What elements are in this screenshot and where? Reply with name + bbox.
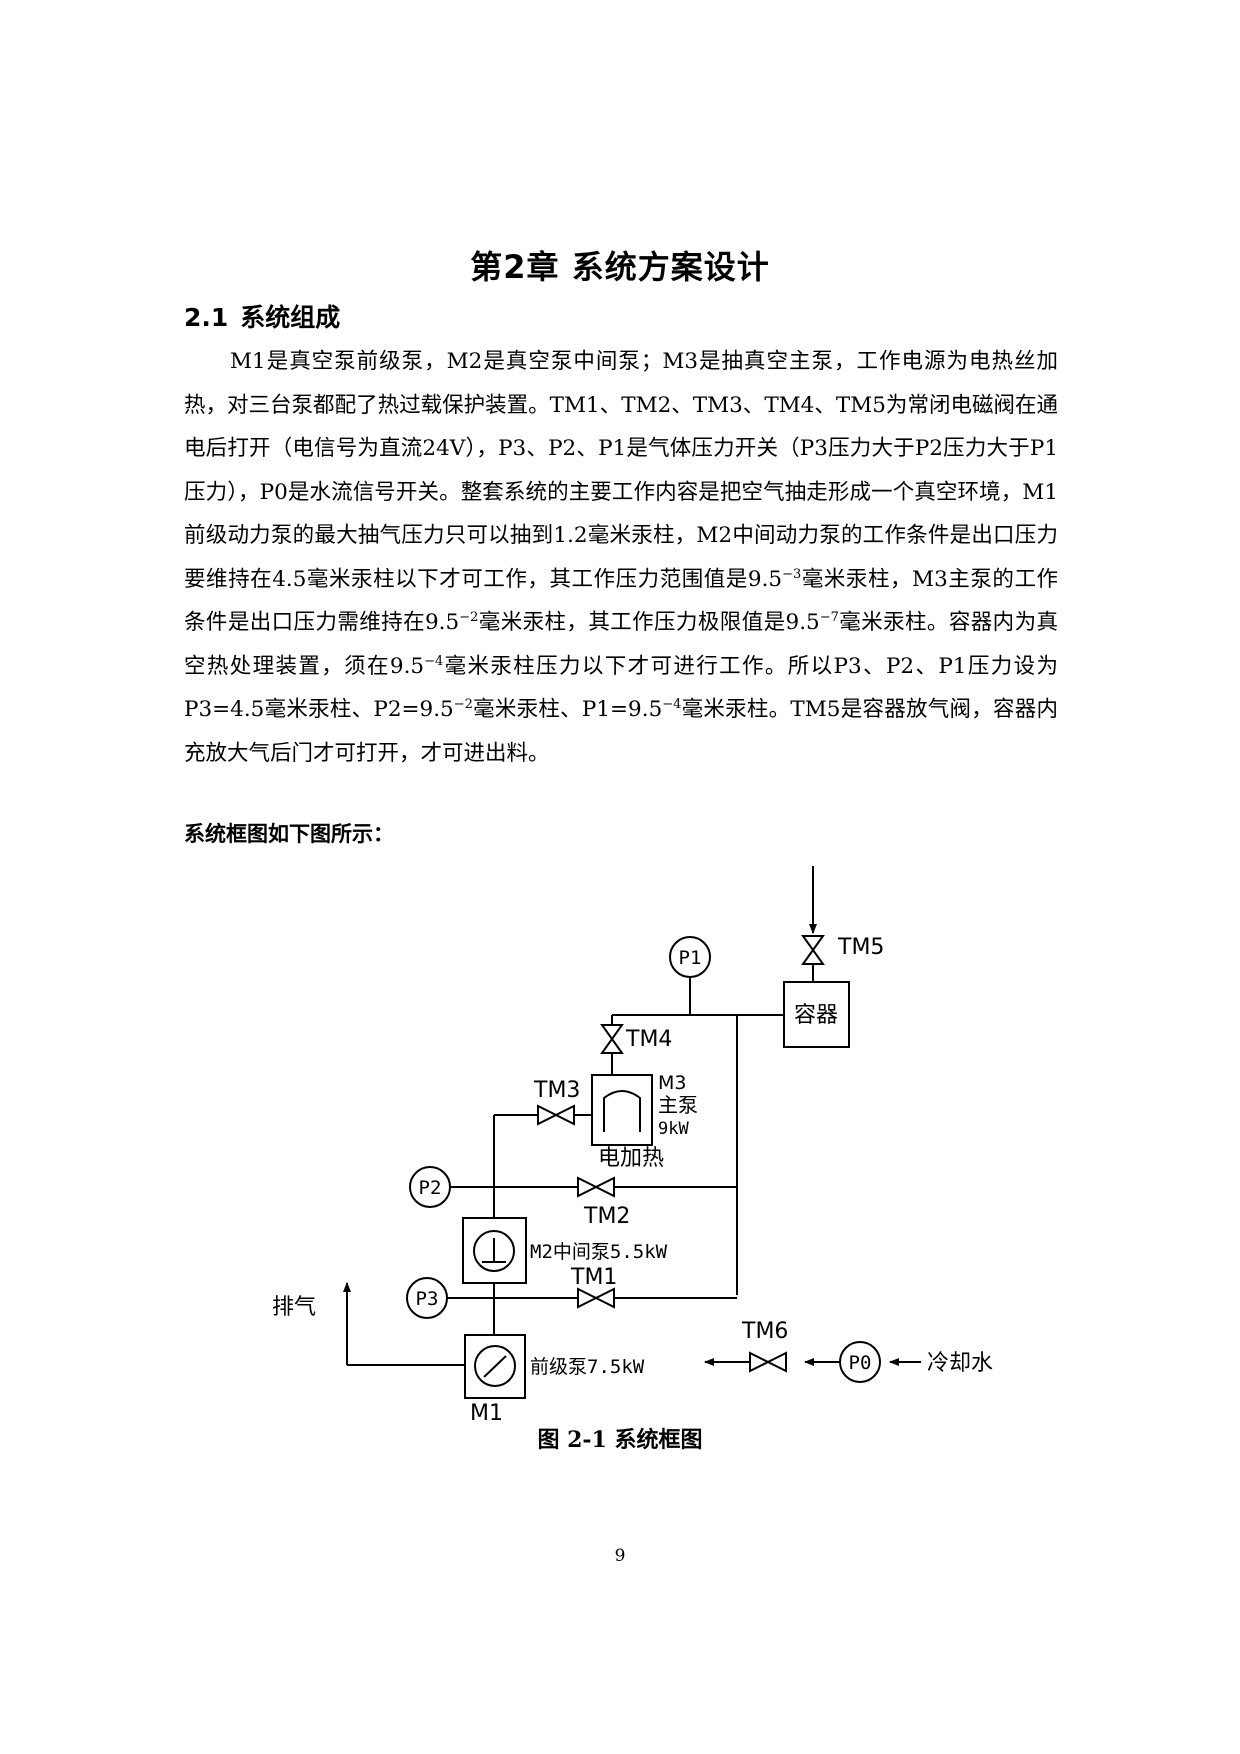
container-label: 容器: [794, 1003, 838, 1028]
m1-pump-icon: [474, 1345, 516, 1387]
tm1-valve-icon: [577, 1287, 615, 1309]
figure-caption: 图 2-1 系统框图: [537, 1427, 703, 1453]
chapter-title: 第2章 系统方案设计: [470, 248, 770, 286]
m3-power-label: 9kW: [658, 1119, 689, 1139]
tm5-valve-icon: [801, 935, 825, 965]
paragraph-segment: 毫米汞柱，其工作压力极限值是9.5: [478, 610, 820, 635]
exponent: −7: [819, 609, 839, 625]
tm6-valve-icon: [749, 1351, 787, 1373]
p3-label: P3: [416, 1288, 439, 1310]
paragraph-segment: 毫米汞柱压力以下才可进行工作。所以P3、P2、P1压力设为P3=4.5毫米汞柱、…: [184, 653, 1058, 723]
paragraph-segment: 毫米汞柱。容器内为真空热处理装置，须在9.5: [184, 610, 1058, 679]
section-heading: 2.1 系统组成: [184, 298, 340, 334]
tm1-label: TM1: [570, 1265, 617, 1290]
exponent: −4: [424, 653, 444, 669]
p0-label: P0: [849, 1352, 872, 1374]
tm4-label: TM4: [625, 1027, 672, 1052]
body-paragraph: M1是真空泵前级泵，M2是真空泵中间泵；M3是抽真空主泵，工作电源为电热丝加热，…: [184, 340, 1058, 775]
exponent: −2: [453, 696, 473, 712]
paragraph-segment: M1是真空泵前级泵，M2是真空泵中间泵；M3是抽真空主泵，工作电源为电热丝加热，…: [184, 349, 1058, 592]
exponent: −4: [662, 696, 682, 712]
tm4-valve-icon: [600, 1024, 624, 1054]
m1-pump-box: [464, 1334, 526, 1399]
page-number: 9: [614, 1546, 626, 1566]
exponent: −3: [782, 566, 802, 582]
m2-pump-icon: [473, 1230, 515, 1272]
p1-label: P1: [679, 947, 702, 969]
paragraph-segment: 毫米汞柱、P1=9.5: [472, 697, 663, 722]
diagram-intro: 系统框图如下图所示：: [184, 822, 394, 846]
tm5-label: TM5: [837, 935, 884, 960]
tm2-valve-icon: [577, 1176, 615, 1198]
m1-label: M1: [470, 1401, 503, 1426]
m3-pump-box: [591, 1074, 653, 1146]
paragraph-segment: 毫米汞柱。TM5是容器放气阀，容器内充放大气后门才可打开，才可进出料。: [184, 697, 1058, 766]
tm6-label: TM6: [741, 1319, 788, 1344]
m3-label: M3: [658, 1072, 686, 1094]
exponent: −2: [459, 609, 479, 625]
tm3-valve-icon: [537, 1104, 575, 1126]
tm2-label: TM2: [583, 1204, 630, 1229]
exhaust-label: 排气: [272, 1295, 316, 1320]
heater-label: 电加热: [598, 1146, 664, 1171]
m1-desc-label: 前级泵7.5kW: [530, 1356, 645, 1378]
pump-mark: [483, 1355, 507, 1378]
m3-pump-icon: [603, 1090, 641, 1132]
p2-label: P2: [419, 1177, 442, 1199]
m3-main-pump-label: 主泵: [658, 1093, 698, 1117]
m2-label: M2中间泵5.5kW: [530, 1241, 668, 1263]
cooling-water-label: 冷却水: [927, 1351, 993, 1376]
section-number: 2.1: [184, 303, 229, 332]
section-title: 系统组成: [240, 303, 341, 332]
paragraph-segment: 毫米汞柱，M3主泵的工作条件是出口压力需维持在9.5: [184, 566, 1058, 636]
tm3-label: TM3: [533, 1078, 580, 1103]
